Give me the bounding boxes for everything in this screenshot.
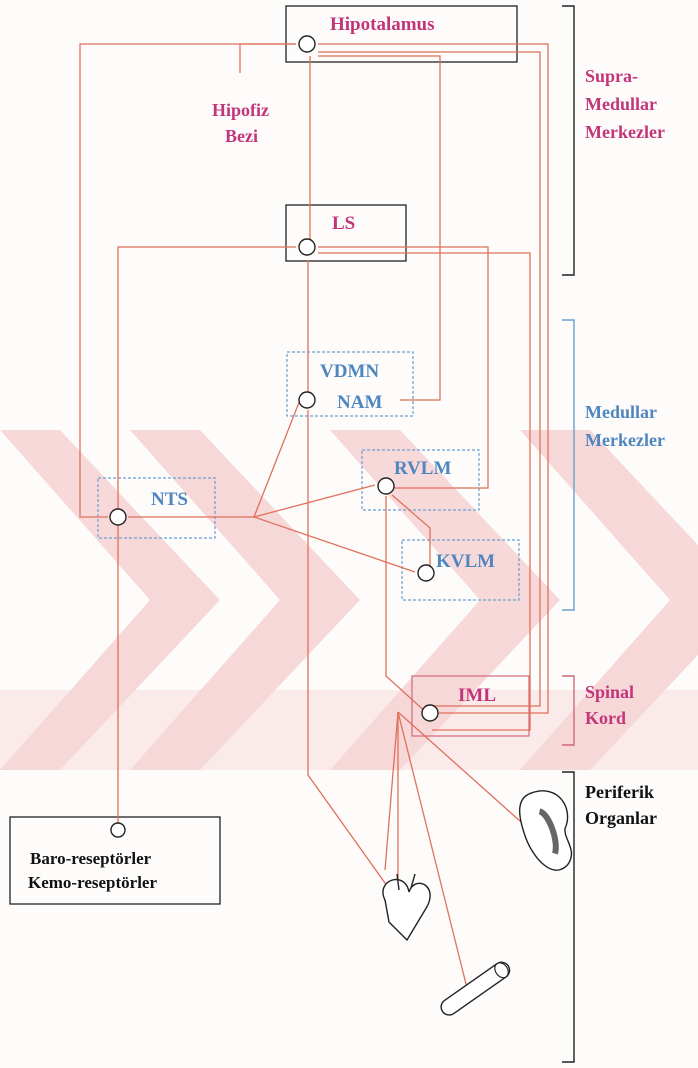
supra-label-line3: Merkezler xyxy=(585,122,665,142)
ls-label: LS xyxy=(332,213,355,234)
nts-node xyxy=(110,509,126,525)
hipotalamus-node xyxy=(299,36,315,52)
receptor-node xyxy=(111,823,125,837)
hipotalamus-label: Hipotalamus xyxy=(330,14,435,35)
medullar-label-line1: Medullar xyxy=(585,402,657,422)
vdmn-label: VDMN xyxy=(320,361,379,382)
vdmn-node xyxy=(299,392,315,408)
kvlm-node xyxy=(418,565,434,581)
rvlm-node xyxy=(378,478,394,494)
rvlm-label: RVLM xyxy=(394,458,451,479)
peripheral-label-line1: Periferik xyxy=(585,782,654,802)
heart-icon xyxy=(383,874,430,940)
hipofiz-label-line2: Bezi xyxy=(225,126,258,146)
supra-label-line1: Supra- xyxy=(585,66,638,86)
supra-medullar-bracket xyxy=(562,6,574,275)
peripheral-label-line2: Organlar xyxy=(585,808,657,828)
iml-node xyxy=(422,705,438,721)
spinal-label-line1: Spinal xyxy=(585,682,634,702)
iml-label: IML xyxy=(458,685,496,706)
ls-node xyxy=(299,239,315,255)
blood-vessel-icon xyxy=(438,959,513,1018)
medullar-label-line2: Merkezler xyxy=(585,430,665,450)
kvlm-label: KVLM xyxy=(436,551,495,572)
receptor-label-line2: Kemo-reseptörler xyxy=(28,873,157,892)
supra-label-line2: Medullar xyxy=(585,94,657,114)
receptor-label-line1: Baro-reseptörler xyxy=(30,849,152,868)
hipofiz-label-line1: Hipofiz xyxy=(212,100,269,120)
nts-label: NTS xyxy=(151,489,188,510)
nam-label: NAM xyxy=(337,392,382,413)
spinal-label-line2: Kord xyxy=(585,708,626,728)
